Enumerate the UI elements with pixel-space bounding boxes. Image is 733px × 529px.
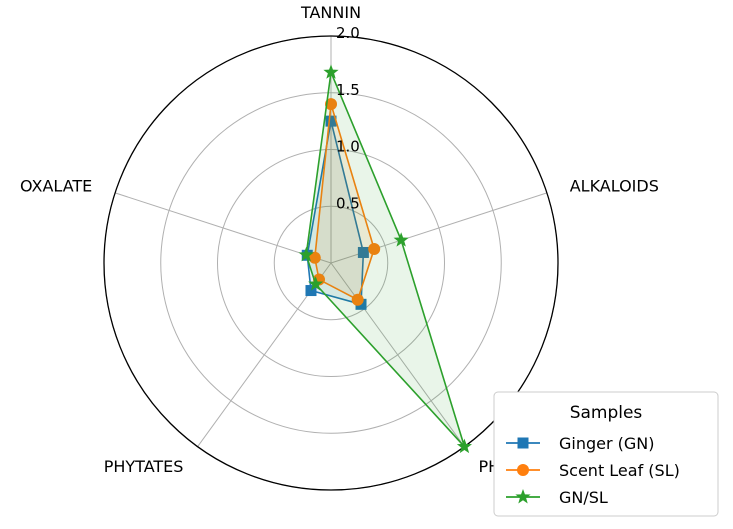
axis-label-phytates: PHYTATES: [104, 457, 184, 476]
series-marker: [308, 251, 321, 264]
legend-box: [493, 391, 719, 517]
grid-spoke: [330, 262, 465, 447]
legend-item-scent-leaf-sl: Scent Leaf (SL): [506, 461, 680, 480]
series-fill: [314, 104, 375, 300]
series-marker: [298, 246, 314, 262]
series-fill: [307, 121, 364, 305]
r-tick-label: 2.0: [336, 24, 360, 42]
series-marker: [368, 242, 381, 255]
series-marker: [351, 293, 364, 306]
legend-marker: [515, 489, 531, 504]
axis-label-oxalate: OXALATE: [20, 176, 92, 195]
series-line: [305, 69, 466, 448]
series-marker: [308, 276, 324, 291]
legend-label: GN/SL: [559, 488, 608, 507]
series-marker: [456, 438, 473, 454]
legend-items: Ginger (GN) Scent Leaf (SL) GN/SL: [506, 434, 680, 507]
legend-item-gn-sl: GN/SL: [506, 488, 608, 507]
outer-frame: [103, 35, 559, 491]
radar-tick-labels: 0.5 1.0 1.5 2.0: [336, 24, 360, 212]
grid-spoke: [114, 192, 332, 264]
legend-marker: [517, 437, 529, 449]
series-marker: [393, 232, 409, 247]
series-marker: [323, 64, 339, 79]
r-tick-label: 1.0: [336, 138, 360, 156]
series-marker: [325, 115, 337, 127]
series-marker: [325, 98, 337, 111]
legend-marker: [517, 464, 529, 476]
series-fill: [306, 72, 465, 447]
series-marker: [357, 246, 369, 258]
legend-title: Samples: [570, 403, 643, 423]
series-line: [314, 103, 376, 301]
series-line: [306, 120, 365, 306]
legend-label: Ginger (GN): [559, 434, 655, 453]
r-tick-label: 0.5: [336, 194, 360, 212]
r-tick-label: 1.5: [336, 81, 360, 99]
series-gn-sl: [298, 64, 473, 454]
radar-grid: [103, 35, 559, 491]
legend-item-ginger-gn: Ginger (GN): [506, 434, 655, 453]
legend-label: Scent Leaf (SL): [559, 461, 680, 480]
radar-series-layer: [298, 64, 473, 454]
axis-label-tannin: TANNIN: [300, 3, 361, 22]
legend: Samples Ginger (GN) Scent Leaf (SL) GN/SL: [493, 391, 719, 517]
axis-label-alkaloids: ALKALOIDS: [570, 176, 659, 195]
series-scent-leaf-sl: [308, 98, 381, 306]
